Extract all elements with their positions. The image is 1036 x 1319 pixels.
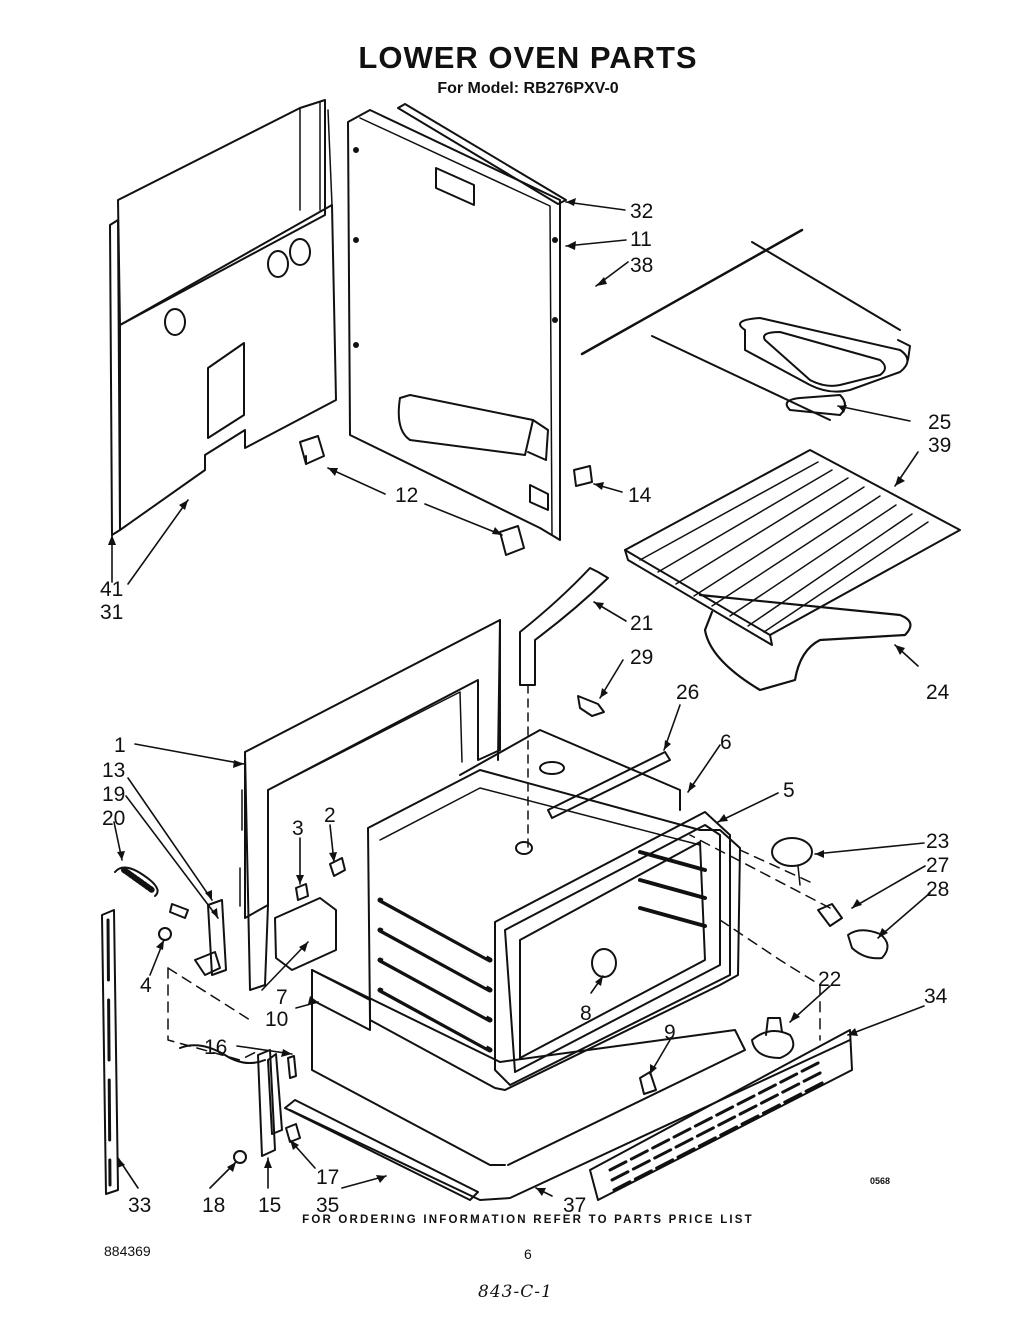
- callout-6: 6: [720, 731, 732, 754]
- callout-32: 32: [630, 200, 653, 223]
- callout-18: 18: [202, 1194, 225, 1217]
- callout-23: 23: [926, 830, 949, 853]
- callout-28: 28: [926, 878, 949, 901]
- sensor-29: [577, 695, 605, 717]
- callout-25: 25: [928, 411, 951, 434]
- callout-8: 8: [580, 1002, 592, 1025]
- callout-4: 4: [140, 974, 152, 997]
- rear-wall-panel: [347, 109, 561, 541]
- callout-31: 31: [100, 601, 123, 624]
- page-number: 6: [524, 1246, 532, 1262]
- callout-41: 41: [100, 578, 123, 601]
- bottom-panel: [289, 969, 851, 1201]
- side-trim-33: [101, 909, 119, 1195]
- strip-35: [284, 1099, 479, 1201]
- front-frame: [239, 619, 501, 991]
- callout-35: 35: [316, 1194, 339, 1217]
- document-number: 884369: [104, 1243, 151, 1259]
- callout-9: 9: [664, 1021, 676, 1044]
- spacer-block-12: [299, 435, 525, 556]
- callout-19: 19: [102, 783, 125, 806]
- callout-12: 12: [395, 484, 418, 507]
- top-trim-strip-32: [397, 103, 567, 205]
- callout-20: 20: [102, 807, 125, 830]
- callout-3: 3: [292, 817, 304, 840]
- callout-7: 7: [276, 986, 288, 1009]
- callout-33: 33: [128, 1194, 151, 1217]
- callout-5: 5: [783, 779, 795, 802]
- arrowheads: [108, 198, 905, 1196]
- rear-insulation-panel: [109, 99, 337, 536]
- diagram-code: 0568: [870, 1176, 891, 1186]
- callout-17: 17: [316, 1166, 339, 1189]
- light-bulb-28: [847, 929, 889, 960]
- callout-14: 14: [628, 484, 652, 507]
- callout-2: 2: [324, 804, 336, 827]
- callout-34: 34: [924, 985, 948, 1008]
- callout-22: 22: [818, 968, 841, 991]
- callout-26: 26: [676, 681, 699, 704]
- callout-16: 16: [204, 1036, 227, 1059]
- light-lens-23: [771, 837, 813, 867]
- callout-15: 15: [258, 1194, 281, 1217]
- callout-1: 1: [114, 734, 126, 757]
- oven-cavity-body: [367, 729, 741, 1091]
- bake-element: [698, 593, 912, 692]
- kick-panel: [589, 1029, 853, 1201]
- callout-11: 11: [630, 228, 652, 251]
- rod-26: [547, 751, 671, 819]
- callout-29: 29: [630, 646, 653, 669]
- callout-37: 37: [563, 1194, 586, 1217]
- light-glass-8: [591, 948, 617, 978]
- ordering-note: FOR ORDERING INFORMATION REFER TO PARTS …: [302, 1214, 754, 1226]
- callout-39: 39: [928, 434, 951, 457]
- callout-21: 21: [630, 612, 653, 635]
- oven-rack: [624, 449, 961, 646]
- bracket-9: [639, 1071, 657, 1095]
- broil-element: [651, 241, 911, 421]
- callout-24: 24: [926, 681, 950, 704]
- callout-numbers: 32 11 38 25 39 14 12 41 31 21 29 24 26 6…: [100, 200, 951, 1217]
- rod-38: [580, 228, 804, 356]
- page-title: LOWER OVEN PARTS: [358, 40, 698, 75]
- callout-27: 27: [926, 854, 949, 877]
- vent-tube: [519, 567, 609, 686]
- clip-14: [573, 465, 593, 487]
- callout-10: 10: [265, 1008, 288, 1031]
- handwritten-note: 843-C-1: [478, 1282, 553, 1302]
- model-subtitle: For Model: RB276PXV-0: [437, 80, 619, 97]
- callout-13: 13: [102, 759, 125, 782]
- hinge-latch-assembly: [114, 857, 346, 1164]
- callout-38: 38: [630, 254, 653, 277]
- grommet-22: [751, 1030, 795, 1059]
